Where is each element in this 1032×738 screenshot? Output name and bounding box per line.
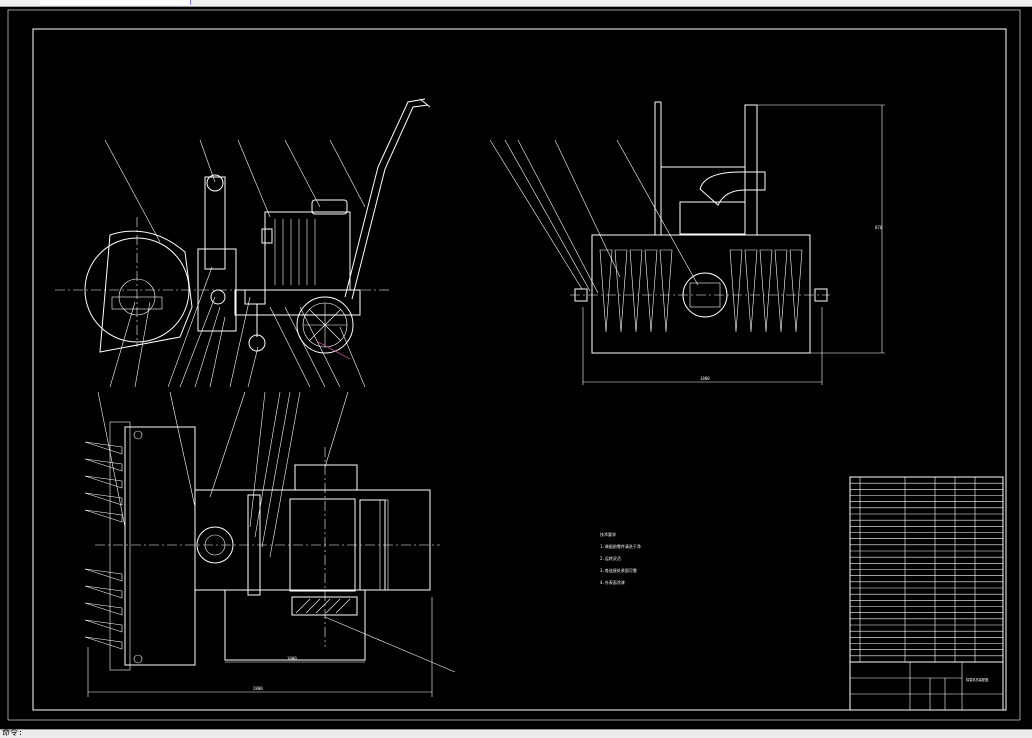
bom-columns xyxy=(859,477,976,662)
plan-auger-teeth-bottom xyxy=(84,568,123,650)
plan-auger-teeth-top xyxy=(84,441,123,523)
engine-block xyxy=(264,211,351,291)
discharge-chute xyxy=(699,171,766,206)
bom-rows xyxy=(850,482,1003,657)
handle-bar-inner xyxy=(351,104,429,300)
plan-wheel-left xyxy=(359,499,386,591)
impeller xyxy=(682,272,728,318)
handle-grip[interactable] xyxy=(419,98,431,108)
plan-auger-box xyxy=(124,426,196,666)
front-view[interactable]: 1800 870 xyxy=(489,101,885,385)
plan-bolt-bottom xyxy=(133,654,143,664)
window-title-strip xyxy=(0,0,1032,7)
plan-engine xyxy=(289,498,356,592)
belt-top-pulley xyxy=(206,174,224,192)
lower-pulley xyxy=(248,334,266,352)
handle-bar[interactable] xyxy=(344,98,426,298)
plan-chassis xyxy=(194,489,431,591)
side-view-leaders xyxy=(104,139,366,388)
title-block[interactable]: 除雪机总装配图 xyxy=(849,661,1004,711)
plan-battery-hatch xyxy=(295,598,351,614)
right-bearing xyxy=(814,288,828,302)
auger-housing-circle xyxy=(84,237,190,343)
plan-drive-shaft-housing xyxy=(247,494,261,596)
bill-of-materials[interactable] xyxy=(849,476,1004,663)
plan-battery xyxy=(291,596,358,616)
title-block-border xyxy=(849,661,1004,711)
plan-frame-lower xyxy=(224,589,366,661)
plan-inner-dimension-text: 1000 xyxy=(287,656,297,661)
side-view[interactable] xyxy=(55,98,431,388)
plan-fuel-tank xyxy=(294,464,358,491)
document-tab[interactable] xyxy=(40,0,191,5)
auger-bearing-block xyxy=(111,296,163,310)
command-prompt: 命令: xyxy=(2,728,23,737)
auger-box xyxy=(591,234,811,354)
technical-notes: 技术要求 1.装配前零件清洗干净 2.运转灵活 3.各连接处紧固可靠 4.外表面… xyxy=(600,531,641,585)
auger-spiral-blades xyxy=(599,249,803,333)
gearbox xyxy=(244,289,266,305)
accent-dimension-line xyxy=(317,341,351,360)
title-block-drawing-name: 除雪机总装配图 xyxy=(966,677,988,682)
impeller-hub xyxy=(689,282,721,308)
blower-housing xyxy=(679,201,746,235)
engine-starter xyxy=(261,228,273,244)
plan-gearbox-flange xyxy=(196,526,234,564)
wheel-outer xyxy=(296,296,354,354)
plan-bolt-top xyxy=(133,430,143,440)
wheel-spokes xyxy=(303,303,347,347)
drawing-canvas[interactable]: 1800 870 xyxy=(0,7,1032,729)
tech-note-2: 2.运转灵活 xyxy=(600,555,621,561)
sheet-inner-border xyxy=(32,28,1007,711)
side-height-dimension-text: 870 xyxy=(875,225,883,230)
fuel-tank xyxy=(311,199,348,215)
drive-pulley xyxy=(210,289,226,305)
command-line[interactable]: 命令: xyxy=(0,728,1032,738)
front-width-dimension-text: 1800 xyxy=(700,376,710,381)
tech-notes-title: 技术要求 xyxy=(600,531,616,537)
plan-gearbox-hub xyxy=(204,534,226,556)
engine-cooling-fins xyxy=(274,219,316,285)
plan-view[interactable]: 2800 1000 xyxy=(84,391,456,697)
plan-view-leaders xyxy=(97,391,456,673)
front-frame-post xyxy=(744,104,758,236)
plan-wheel-right xyxy=(379,499,389,591)
plan-auger-edge xyxy=(109,421,131,671)
left-bearing xyxy=(574,288,588,302)
tech-note-1: 1.装配前零件清洗干净 xyxy=(600,543,641,549)
chassis-frame xyxy=(234,289,361,316)
front-handle-post xyxy=(654,101,662,235)
tech-note-3: 3.各连接处紧固可靠 xyxy=(600,567,637,573)
belt-column xyxy=(204,176,226,270)
auger-housing-shroud xyxy=(99,230,193,353)
drawing-svg[interactable]: 1800 870 xyxy=(0,7,1032,729)
front-view-leaders xyxy=(489,139,699,294)
sheet-outer-border xyxy=(7,9,1021,721)
tech-note-4: 4.外表面涂漆 xyxy=(600,579,625,585)
plan-overall-dimension-text: 2800 xyxy=(253,686,263,691)
